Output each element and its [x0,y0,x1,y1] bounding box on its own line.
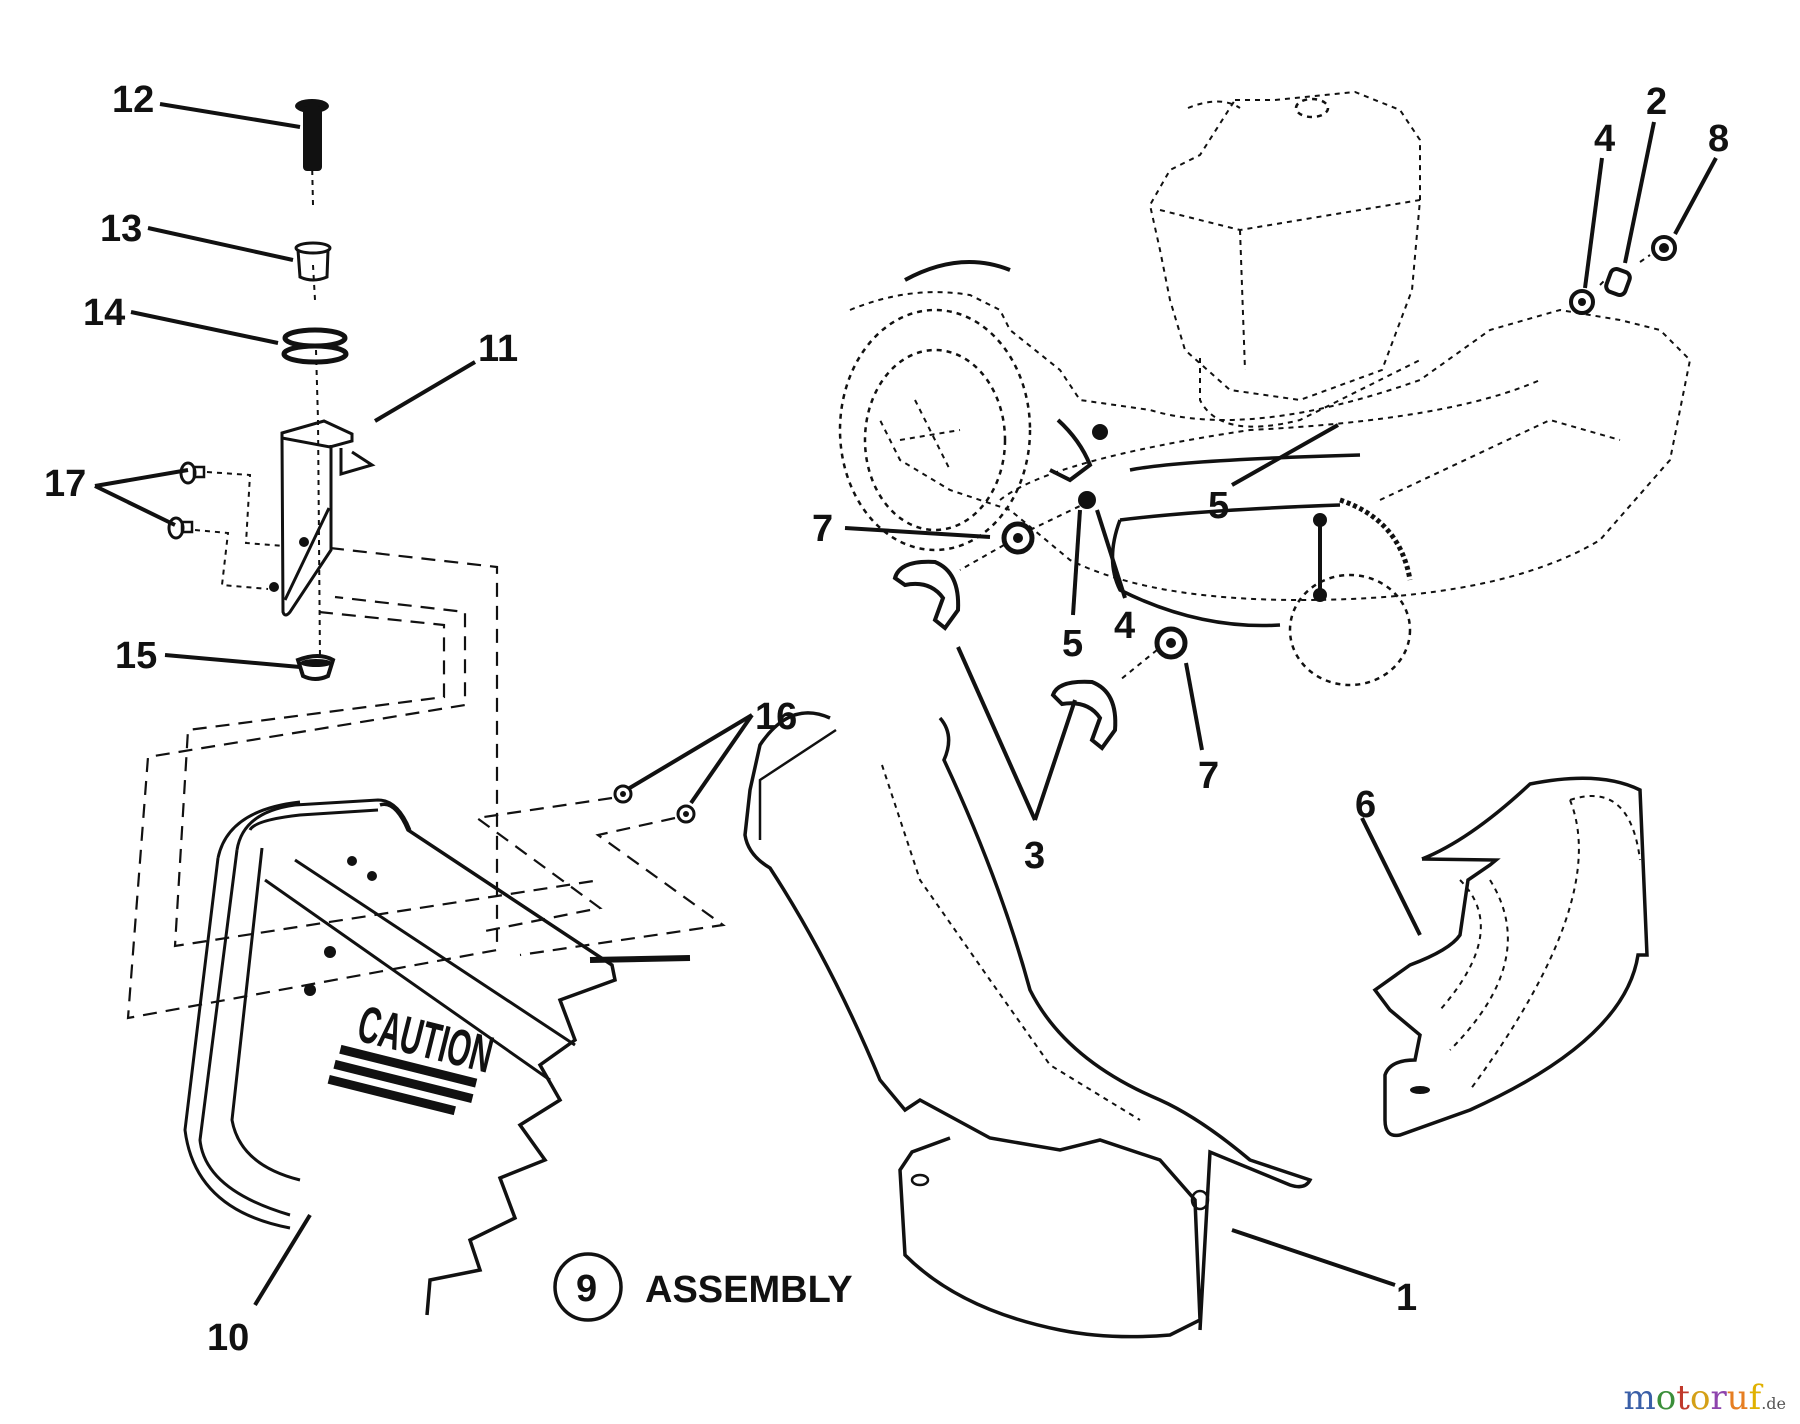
callout-4-top: 4 [1594,118,1615,160]
bushing-part [294,241,332,282]
callout-2: 2 [1646,81,1667,123]
spring-washer-part [281,327,349,365]
assembly-text: ASSEMBLY [645,1269,853,1311]
callout-17: 17 [44,463,86,505]
callout-1: 1 [1396,1277,1417,1319]
routing-dashed-outer [126,546,499,1020]
bolt-part [295,99,329,171]
nuts-16-parts [474,784,726,957]
watermark-letter: o [1655,1378,1677,1418]
leader-lines [94,102,1718,1307]
callout-7-lower: 7 [1198,755,1219,797]
watermark-letter: m [1623,1378,1656,1418]
hinge-stack [167,99,376,681]
watermark-letter: o [1689,1378,1711,1418]
watermark-suffix: .de [1761,1394,1786,1413]
assembly-label: 9 ASSEMBLY [553,1252,853,1322]
assembly-number: 9 [576,1268,597,1310]
callout-15: 15 [115,635,157,677]
assembly-axis-line [311,159,321,661]
callout-7-left: 7 [812,508,833,550]
mower-deck-engine [838,90,1692,687]
discharge-chute-part [743,711,1313,1339]
mounting-hardware [892,235,1677,751]
callout-5-right: 5 [1208,485,1229,527]
callout-3: 3 [1024,835,1045,877]
callout-10: 10 [207,1317,249,1359]
rivet-parts [167,461,285,590]
hinge-bracket-part [269,419,376,617]
watermark-letter: r [1710,1378,1727,1418]
bag-adapter-part: CAUTION [183,798,691,1316]
callout-13: 13 [100,208,142,250]
callout-11: 11 [478,328,518,370]
watermark-logo: motoruf.de [1624,1378,1786,1418]
deflector-part [1372,776,1649,1138]
assembly-number-circle [553,1252,623,1322]
callout-4-lower: 4 [1114,605,1135,647]
callout-labels: 12 13 14 11 17 15 16 10 1 6 3 7 7 5 5 4 … [44,79,1729,1359]
callout-12: 12 [112,79,154,121]
watermark-letter: f [1748,1378,1762,1418]
nut-part [295,654,336,681]
routing-dashed-inner [173,610,601,948]
watermark-letter: u [1726,1378,1749,1418]
callout-6: 6 [1355,784,1376,826]
watermark-letter: t [1676,1378,1690,1418]
callout-5-lower: 5 [1062,623,1083,665]
callout-16: 16 [755,696,797,738]
callout-14: 14 [83,292,125,334]
caution-decal: CAUTION [327,995,499,1116]
callout-8: 8 [1708,118,1729,160]
